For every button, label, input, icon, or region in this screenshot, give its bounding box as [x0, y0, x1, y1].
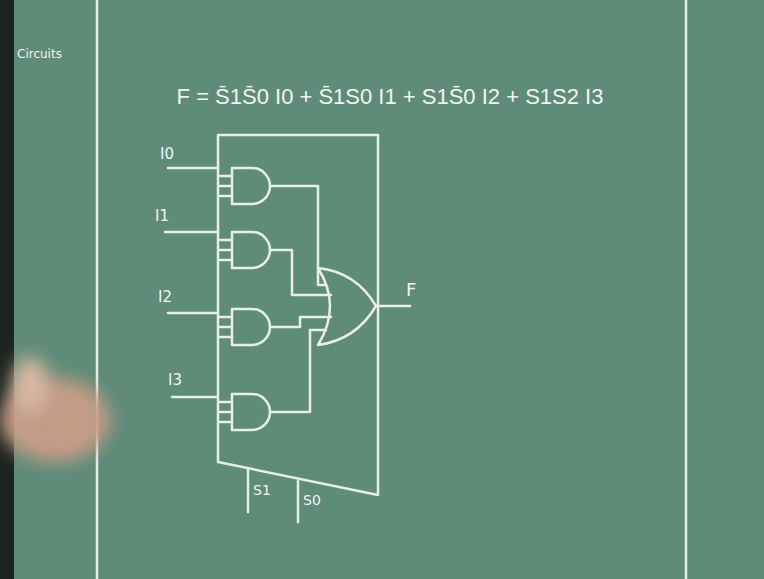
hand — [12, 357, 48, 413]
signal-name: S0 — [303, 492, 321, 508]
board-edge — [0, 0, 14, 579]
and-gate — [220, 309, 270, 345]
or-gate — [318, 268, 376, 345]
input-wire — [168, 312, 218, 315]
and-gate — [220, 168, 270, 204]
gate-wire — [270, 317, 331, 327]
board-rule — [685, 0, 688, 579]
signal-name: I0 — [160, 146, 174, 163]
mux-housing — [218, 135, 378, 495]
signal-name: I2 — [158, 289, 172, 306]
input-wire — [172, 396, 218, 399]
signal-name: I1 — [155, 208, 169, 225]
board-rule — [96, 0, 99, 579]
output-wire — [376, 305, 410, 308]
input-wire — [168, 167, 218, 170]
and-gate — [220, 232, 270, 268]
input-wire — [165, 231, 218, 234]
signal-name: S1 — [253, 482, 271, 498]
signal-name: I3 — [168, 372, 182, 389]
equation: F = S̄1S̄0 I0 + S̄1S0 I1 + S1S̄0 I2 + S1… — [177, 84, 604, 109]
signal-name: F — [406, 280, 416, 301]
select-wire — [297, 481, 300, 522]
gate-wire — [270, 330, 326, 412]
select-wire — [247, 470, 250, 512]
and-gate — [220, 394, 270, 430]
gate-wire — [270, 186, 326, 285]
board-note: Circuits — [17, 48, 62, 62]
